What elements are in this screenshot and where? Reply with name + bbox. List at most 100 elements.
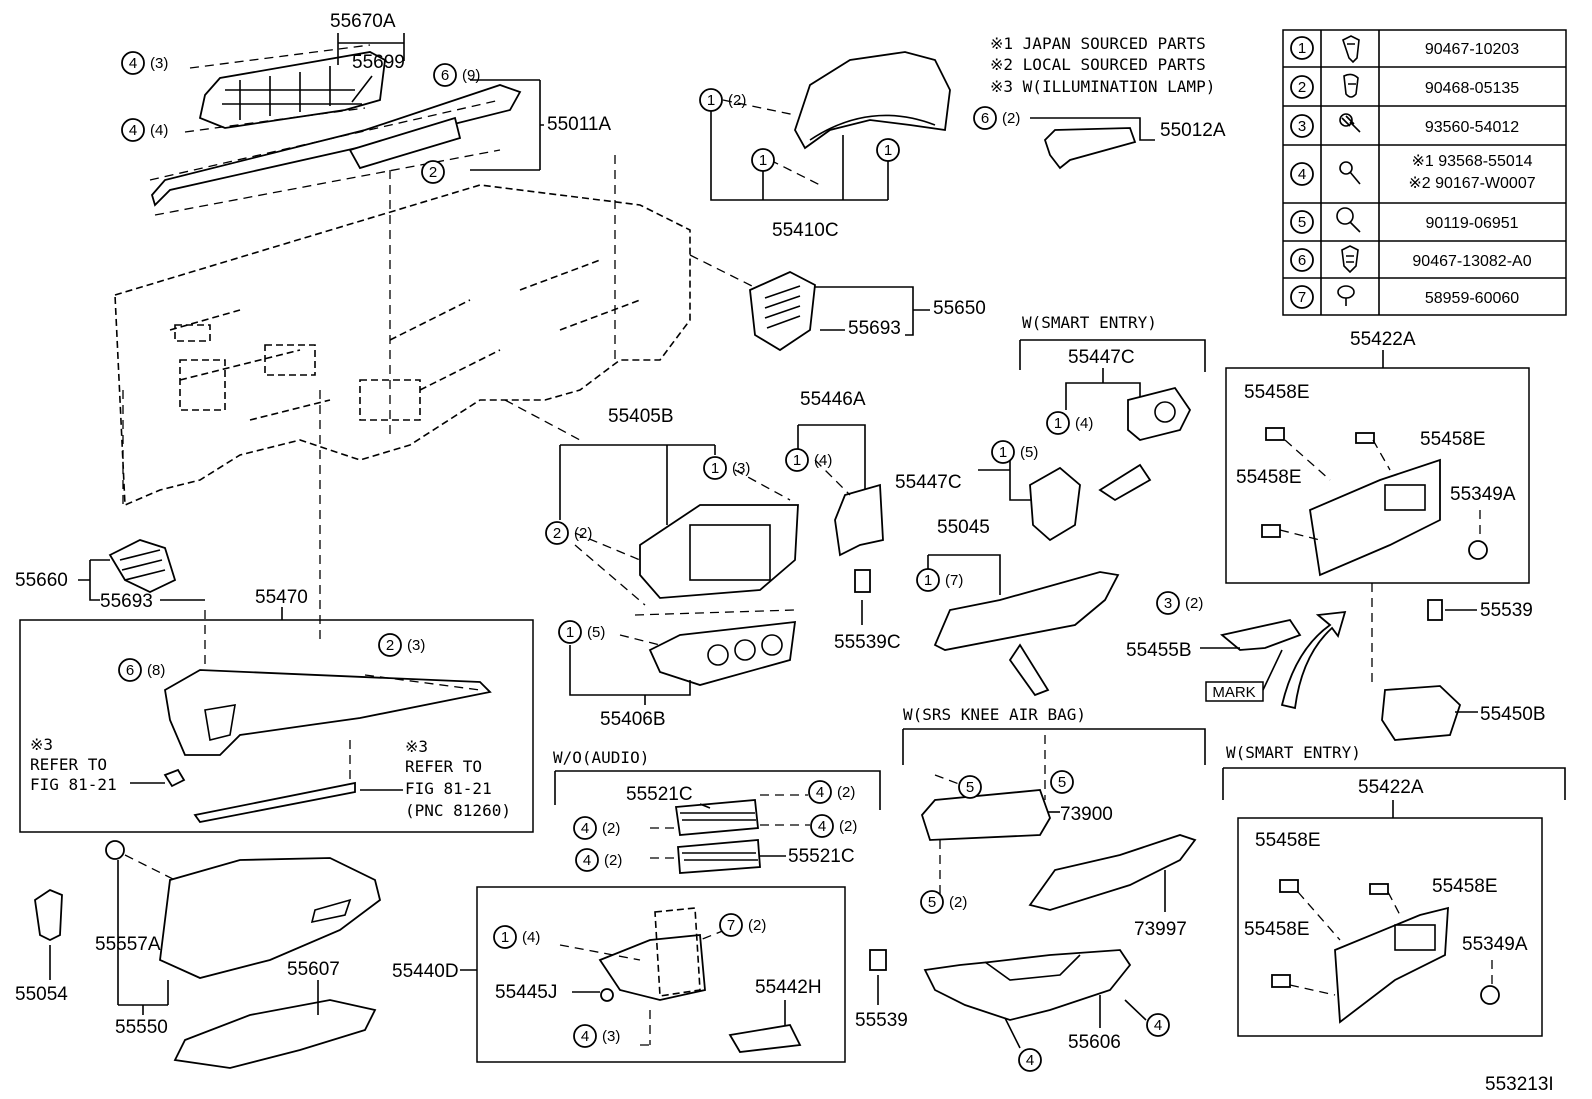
part-73997 (1028, 834, 1197, 911)
svg-text:(5): (5) (1020, 444, 1038, 461)
part-55442H (728, 1024, 802, 1053)
switch-base-bottom (1271, 879, 1500, 1024)
callout-2: 4(4) (121, 118, 168, 142)
svg-text:1: 1 (884, 142, 892, 159)
callout-12: 2(2) (545, 521, 592, 545)
svg-text:(9): (9) (462, 67, 480, 84)
svg-text:(2): (2) (574, 525, 592, 542)
callout-18: 2(3) (378, 633, 425, 657)
note-local: ※2 LOCAL SOURCED PARTS (990, 55, 1206, 74)
callout-15: 3(2) (1156, 591, 1203, 615)
label-55442H: 55442H (755, 977, 822, 998)
label-55670A: 55670A (330, 11, 396, 32)
part-55521C-bottom (677, 839, 761, 874)
clip-icon (1343, 73, 1359, 98)
label-55406B: 55406B (600, 709, 666, 730)
group-smart-entry-bottom: W(SMART ENTRY) (1226, 743, 1361, 762)
arrow-icon (1280, 610, 1347, 710)
label-55693-vent: 55693 (848, 318, 901, 339)
legend-row-3: 3 93560-54012 (1290, 113, 1519, 138)
label-55606: 55606 (1068, 1032, 1121, 1053)
callout-5: 1(2) (699, 88, 746, 112)
part-55045 (933, 571, 1120, 651)
svg-text:(2): (2) (1185, 595, 1203, 612)
svg-text:(3): (3) (150, 55, 168, 72)
callout-28: 4(3) (573, 1024, 620, 1048)
svg-text:1: 1 (1298, 40, 1306, 57)
svg-text:7: 7 (727, 917, 735, 934)
callout-3: 6(9) (433, 63, 480, 87)
callout-10: 1 (5) (991, 440, 1038, 464)
legend-row-6: 6 90467-13082-A0 (1290, 245, 1532, 274)
svg-text:6: 6 (981, 110, 989, 127)
svg-text:5: 5 (928, 894, 936, 911)
part-55660-vent (108, 539, 177, 593)
refer-right-1: ※3 (405, 737, 428, 756)
group-wo-audio: W/O(AUDIO) (553, 748, 649, 767)
svg-text:(4): (4) (150, 122, 168, 139)
callout-30: 4 (1146, 1013, 1170, 1037)
svg-text:4: 4 (816, 784, 824, 801)
part-55539-right (1427, 599, 1443, 621)
instrument-panel (114, 184, 691, 507)
svg-text:1: 1 (759, 152, 767, 169)
svg-text:1: 1 (999, 444, 1007, 461)
svg-text:1: 1 (793, 452, 801, 469)
part-55670A-assembly (184, 44, 386, 133)
legend-part-7: 58959-60060 (1425, 290, 1519, 307)
clip-icon (1341, 245, 1359, 274)
label-73997: 73997 (1134, 919, 1187, 940)
legend-row-1: 1 90467-10203 (1290, 35, 1519, 64)
svg-text:(3): (3) (732, 460, 750, 477)
fastener-legend-table: 1 90467-10203 2 90468-05135 3 93560-5401… (1282, 29, 1567, 316)
svg-text:7: 7 (1298, 289, 1306, 306)
callout-27: 7 (2) (719, 913, 766, 937)
callout-25: 5(2) (920, 890, 967, 914)
callout-11: 1(3) (703, 456, 750, 480)
label-55470: 55470 (255, 587, 308, 608)
label-55693-left: 55693 (100, 591, 153, 612)
svg-text:(4): (4) (814, 452, 832, 469)
svg-text:(2): (2) (748, 917, 766, 934)
arrow-icon (1008, 643, 1050, 697)
svg-text:3: 3 (1298, 118, 1306, 135)
callouts: 4(3) 4(4) 6(9) 2 1(2) 1 1 6(2) 1(4) 1(5)… (118, 51, 1203, 1072)
callout-29: 4 (1018, 1048, 1042, 1072)
legend-part-4b: ※2 90167-W0007 (1408, 175, 1535, 192)
bolt-icon (1349, 221, 1361, 233)
part-55054 (34, 888, 63, 942)
svg-text:(2): (2) (1002, 110, 1020, 127)
part-55521C-top (674, 799, 759, 836)
part-55450B (1381, 685, 1462, 741)
label-55539-right: 55539 (1480, 600, 1533, 621)
label-55458E-f: 55458E (1244, 919, 1310, 940)
svg-text:(7): (7) (945, 572, 963, 589)
callout-1: 4(3) (121, 51, 168, 75)
legend-row-5: 5 90119-06951 (1290, 207, 1519, 234)
label-55550: 55550 (115, 1017, 168, 1038)
svg-text:(2): (2) (839, 818, 857, 835)
label-55521C-bottom: 55521C (788, 846, 855, 867)
legend-part-6: 90467-13082-A0 (1412, 253, 1531, 270)
legend-row-7: 7 58959-60060 (1290, 285, 1519, 309)
callout-8: 6 (2) (973, 106, 1020, 130)
note-japan: ※1 JAPAN SOURCED PARTS (990, 34, 1206, 53)
part-55440D-glove-lock (598, 907, 706, 1001)
label-55458E-e: 55458E (1432, 876, 1498, 897)
label-55699: 55699 (352, 52, 405, 73)
legend-part-1: 90467-10203 (1425, 41, 1519, 58)
svg-text:5: 5 (966, 779, 974, 796)
svg-text:5: 5 (1298, 214, 1306, 231)
legend-part-4a: ※1 93568-55014 (1411, 153, 1532, 170)
svg-text:1: 1 (1054, 415, 1062, 432)
label-55422A-top: 55422A (1350, 329, 1416, 350)
svg-text:(4): (4) (522, 929, 540, 946)
svg-text:4: 4 (1154, 1017, 1162, 1034)
label-55447C-mid: 55447C (895, 472, 962, 493)
callout-22: 4(2) (575, 848, 622, 872)
label-55450B: 55450B (1480, 704, 1546, 725)
callout-20: 4(2) (573, 816, 620, 840)
svg-text:6: 6 (1298, 252, 1306, 269)
part-55557A-lamp (105, 840, 125, 860)
refer-right-2: REFER TO (405, 757, 482, 776)
